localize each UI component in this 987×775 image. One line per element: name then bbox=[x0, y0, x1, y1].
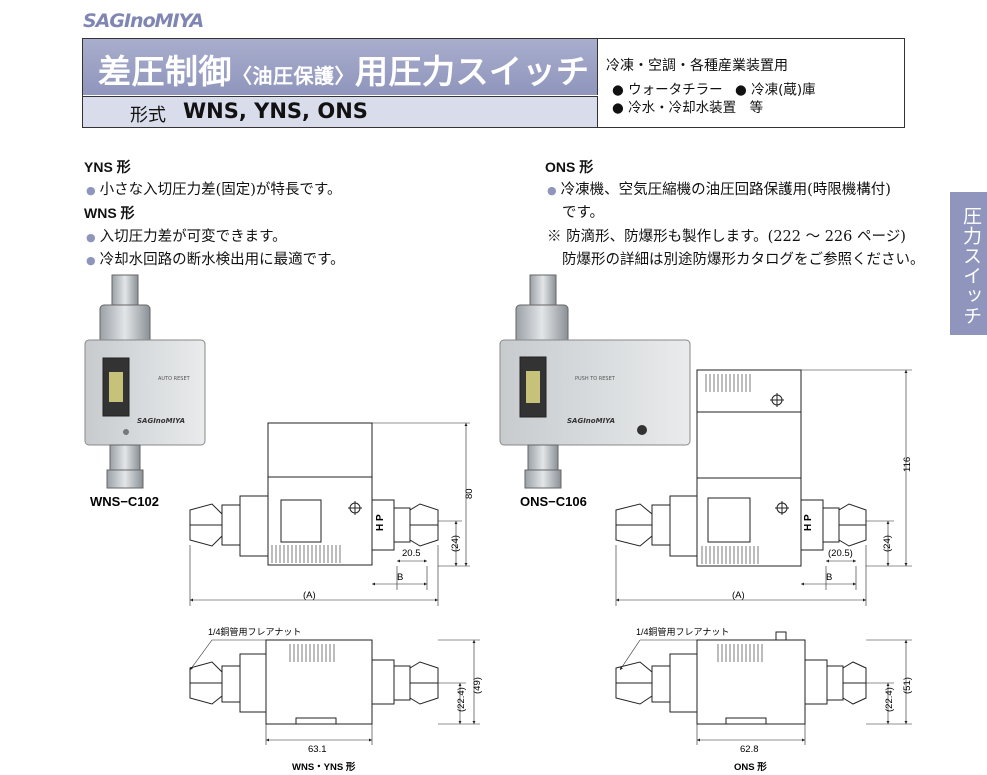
side-tab[interactable]: 圧力スイッチ bbox=[950, 192, 987, 335]
dim-label: 62.8 bbox=[740, 744, 759, 755]
use-item: ● 冷水・冷却水装置 等 bbox=[612, 100, 764, 116]
face-logo: SAGInoMIYA bbox=[137, 417, 185, 425]
hp-label: H P bbox=[803, 514, 814, 531]
product-photo-ons: PUSH TO RESET SAGInoMIYA bbox=[499, 274, 691, 489]
drawing-caption: ONS 形 bbox=[734, 761, 767, 773]
dim-label: 20.5 bbox=[402, 548, 421, 559]
ons-point-cont: です。 bbox=[562, 205, 605, 221]
product-model-wns: WNS−C102 bbox=[90, 494, 159, 509]
dim-label: (51) bbox=[902, 677, 913, 694]
drawing-wns-front bbox=[189, 422, 470, 606]
yns-heading: YNS 形 bbox=[84, 159, 131, 175]
drawing-caption: WNS・YNS 形 bbox=[292, 761, 356, 773]
ons-heading: ONS 形 bbox=[545, 159, 594, 175]
face-text: AUTO RESET bbox=[158, 376, 191, 382]
use-item: ● ウォータチラー bbox=[612, 82, 723, 98]
header-box bbox=[82, 38, 905, 128]
dim-label: B bbox=[397, 572, 403, 583]
flare-nut-label: 1/4銅管用フレアナット bbox=[208, 626, 301, 637]
dim-label: (24) bbox=[882, 535, 893, 552]
model-value: WNS, YNS, ONS bbox=[183, 99, 368, 123]
dim-label: (22.4) bbox=[456, 687, 467, 712]
dim-label: (A) bbox=[303, 590, 316, 601]
product-photo-wns: AUTO RESET SAGInoMIYA bbox=[84, 274, 206, 489]
face-logo: SAGInoMIYA bbox=[567, 417, 615, 425]
brand-logo: SAGInoMIYA bbox=[83, 10, 204, 32]
ons-point: ●冷凍機、空気圧縮機の油圧回路保護用(時限機構付) bbox=[547, 182, 891, 198]
dim-label: B bbox=[826, 572, 832, 583]
use-item: ● 冷凍(蔵)庫 bbox=[735, 82, 816, 98]
use-title: 冷凍・空調・各種産業装置用 bbox=[606, 58, 788, 74]
product-model-ons: ONS−C106 bbox=[520, 494, 587, 509]
dim-label: (24) bbox=[450, 535, 461, 552]
hp-label: H P bbox=[375, 514, 386, 531]
dim-label: 63.1 bbox=[308, 744, 327, 755]
dim-label: 116 bbox=[902, 457, 913, 472]
note-line: 防爆形の詳細は別途防爆形カタログをご参照ください。 bbox=[562, 252, 925, 268]
dim-label: (A) bbox=[732, 590, 745, 601]
title-band bbox=[83, 39, 598, 95]
face-text: PUSH TO RESET bbox=[575, 376, 616, 382]
model-band bbox=[83, 96, 598, 127]
dim-label: (49) bbox=[472, 677, 483, 694]
wns-heading: WNS 形 bbox=[84, 205, 135, 221]
flare-nut-label: 1/4銅管用フレアナット bbox=[636, 626, 729, 637]
wns-point: ●入切圧力差が可変できます。 bbox=[86, 229, 287, 245]
dim-label: (22.4) bbox=[884, 687, 895, 712]
drawing-ons-bottom bbox=[615, 631, 912, 745]
dim-label: (20.5) bbox=[828, 548, 853, 559]
model-label: 形式 bbox=[130, 105, 166, 126]
page-title: 差圧制御〈油圧保護〉用圧力スイッチ bbox=[98, 52, 590, 91]
drawing-wns-bottom bbox=[189, 639, 480, 745]
wns-point: ●冷却水回路の断水検出用に最適です。 bbox=[86, 252, 345, 268]
dim-label: 80 bbox=[464, 488, 475, 499]
yns-point: ●小さな入切圧力差(固定)が特長です。 bbox=[86, 182, 342, 198]
drawing-ons-front bbox=[615, 369, 912, 606]
note-line: ※ 防滴形、防爆形も製作します。(222 ～ 226 ページ) bbox=[547, 229, 906, 245]
